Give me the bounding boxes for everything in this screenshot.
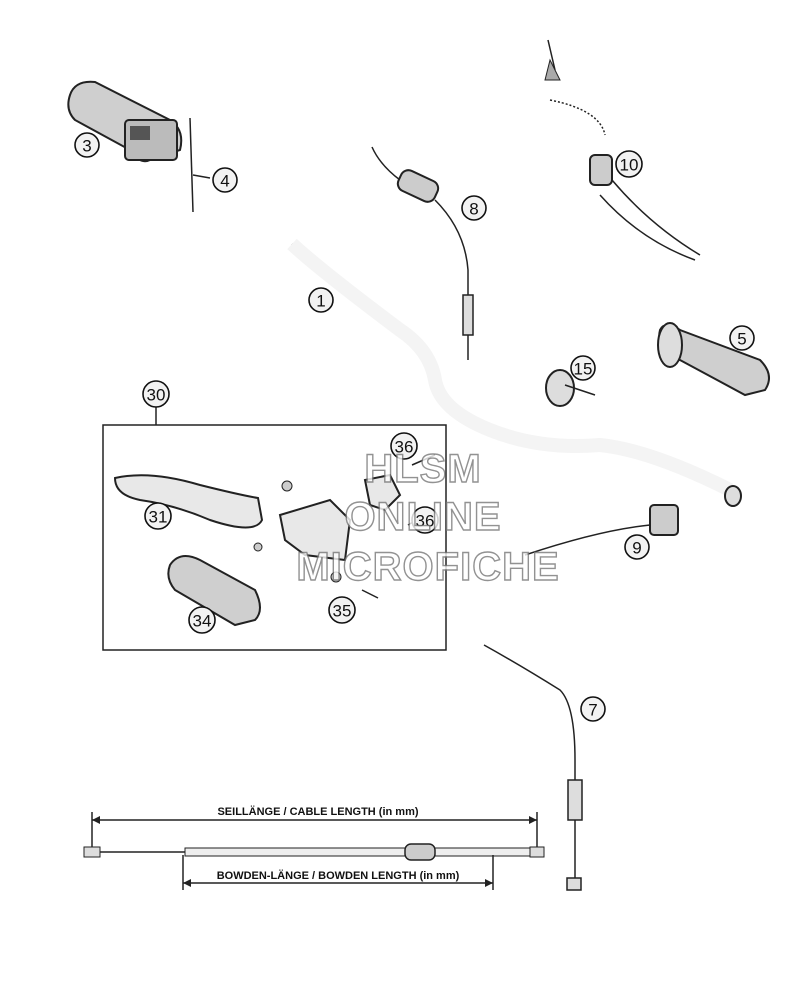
cable-dimension-drawing: SEILLÄNGE / CABLE LENGTH (in mm) BOWDEN-… xyxy=(83,805,545,890)
leader-line-4 xyxy=(192,174,211,179)
bowden-length-label: BOWDEN-LÄNGE / BOWDEN LENGTH (in mm) xyxy=(217,869,460,882)
cable-tie xyxy=(545,369,596,407)
callout-35: 35 xyxy=(328,596,356,624)
svg-text:HLSM: HLSM xyxy=(364,447,481,491)
cable-length-label: SEILLÄNGE / CABLE LENGTH (in mm) xyxy=(217,805,418,818)
callout-9: 9 xyxy=(624,534,650,560)
throttle-cable xyxy=(371,146,474,360)
callout-36-top: 36 xyxy=(390,432,418,460)
callout-4: 4 xyxy=(212,167,238,193)
watermark: HLSM ONLINE MICROFICHE xyxy=(296,446,560,589)
throttle-grip xyxy=(67,80,194,213)
svg-text:ONLINE: ONLINE xyxy=(344,495,501,539)
svg-text:36: 36 xyxy=(416,512,435,531)
svg-text:15: 15 xyxy=(574,360,593,379)
callout-31: 31 xyxy=(144,502,172,530)
svg-text:36: 36 xyxy=(395,438,414,457)
callout-30: 30 xyxy=(142,380,170,408)
svg-text:5: 5 xyxy=(737,330,746,349)
svg-text:10: 10 xyxy=(620,156,639,175)
svg-text:9: 9 xyxy=(632,539,641,558)
svg-text:35: 35 xyxy=(333,602,352,621)
svg-text:8: 8 xyxy=(469,200,478,219)
kill-switch xyxy=(544,39,701,261)
callout-8: 8 xyxy=(461,195,487,221)
callout-34: 34 xyxy=(188,606,216,634)
callout-36-bottom: 36 xyxy=(411,506,439,534)
svg-text:4: 4 xyxy=(220,172,229,191)
callout-10: 10 xyxy=(615,150,643,178)
hot-start-switch xyxy=(524,504,679,556)
callout-5: 5 xyxy=(729,325,755,351)
handlebar xyxy=(287,238,742,507)
svg-text:30: 30 xyxy=(147,386,166,405)
callout-15: 15 xyxy=(570,355,596,381)
clutch-cable xyxy=(483,644,583,891)
svg-text:MICROFICHE: MICROFICHE xyxy=(296,545,559,589)
clutch-assembly-box xyxy=(102,405,447,651)
callout-1: 1 xyxy=(308,287,334,313)
svg-text:1: 1 xyxy=(316,292,325,311)
right-grip xyxy=(657,322,770,397)
callout-7: 7 xyxy=(580,696,606,722)
svg-text:7: 7 xyxy=(588,701,597,720)
svg-text:3: 3 xyxy=(82,137,91,156)
svg-text:34: 34 xyxy=(193,612,212,631)
svg-text:31: 31 xyxy=(149,508,168,527)
callout-3: 3 xyxy=(74,132,100,158)
